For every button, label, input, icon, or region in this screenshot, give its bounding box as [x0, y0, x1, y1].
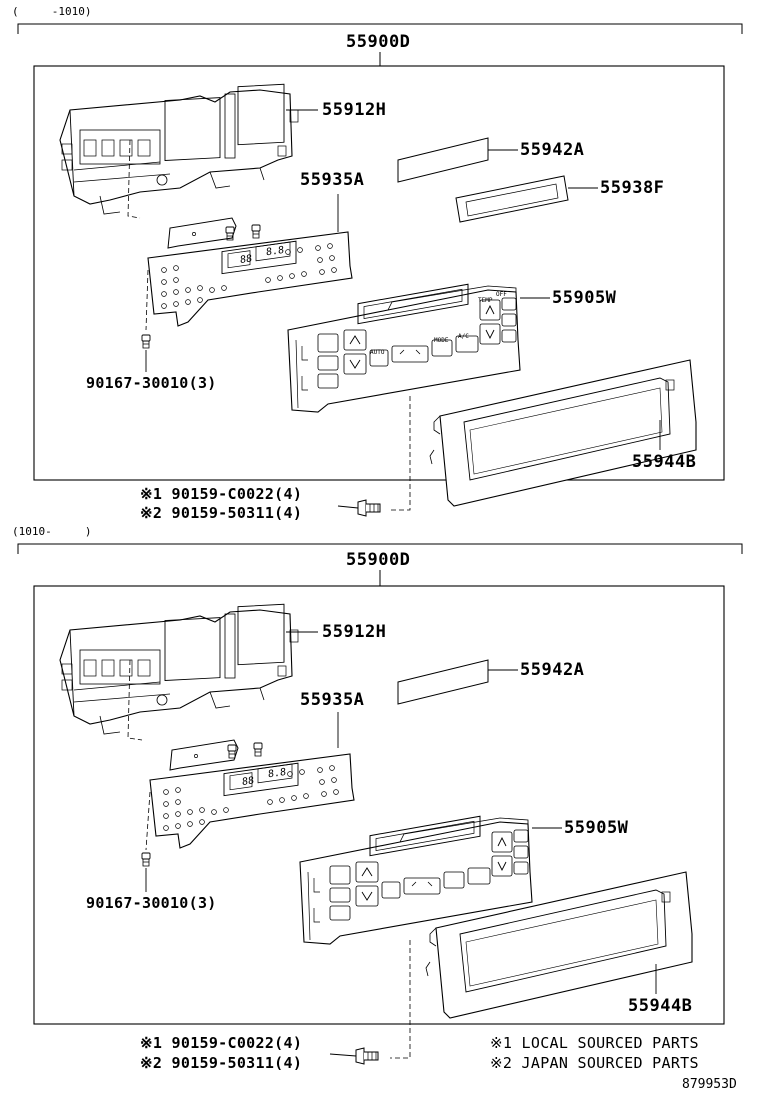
- part-label-55944b: 55944B: [632, 452, 697, 472]
- screw-90167: [141, 334, 151, 349]
- part-label-55912h-2: 55912H: [322, 622, 387, 642]
- part-label-55935a-2: 55935A: [300, 690, 365, 710]
- panel-ac-text: A/C: [458, 333, 469, 340]
- part-label-90167-2: 90167-30010(3): [86, 894, 217, 912]
- board-55935a-2: [149, 739, 355, 849]
- panel-mode-text: MODE: [434, 337, 449, 344]
- part-label-55935a: 55935A: [300, 170, 365, 190]
- bezel-55944b: [429, 359, 697, 507]
- part-label-55905w: 55905W: [552, 288, 617, 308]
- panel-temp-text: TEMP: [478, 297, 493, 304]
- panel-off-text: OFF: [496, 291, 507, 298]
- lens-55938f: [455, 175, 569, 223]
- screw-small-b: [251, 224, 261, 239]
- legend-local: ※1 LOCAL SOURCED PARTS: [490, 1034, 699, 1052]
- board-55935a: [147, 217, 353, 327]
- section-1-linework: [17, 23, 743, 517]
- screw-label-2a: ※1 90159-C0022(4): [140, 1034, 303, 1052]
- screw-small-d: [253, 742, 263, 757]
- bolt-90159-2: [355, 1047, 379, 1065]
- bolt-90159: [357, 499, 381, 517]
- part-label-55905w-2: 55905W: [564, 818, 629, 838]
- bracket-55912h: [59, 83, 299, 215]
- panel-auto-text: AUTO: [370, 349, 385, 356]
- screw-label-1a: ※1 90159-C0022(4): [140, 485, 303, 503]
- part-label-55942a-2: 55942A: [520, 660, 585, 680]
- part-label-90167: 90167-30010(3): [86, 374, 217, 392]
- bracket-55912h-2: [59, 603, 299, 735]
- section-2-linework: [17, 543, 743, 1065]
- part-label-55942a: 55942A: [520, 140, 585, 160]
- range-label-1: ( -1010): [12, 5, 92, 18]
- assembly-label-1: 55900D: [346, 32, 411, 52]
- screw-90167-2: [141, 852, 151, 867]
- range-label-2: (1010- ): [12, 525, 92, 538]
- legend-japan: ※2 JAPAN SOURCED PARTS: [490, 1054, 699, 1072]
- illustration-number: 879953D: [682, 1077, 737, 1092]
- part-label-55938f: 55938F: [600, 178, 665, 198]
- label-plate-55942a: [397, 137, 489, 183]
- part-label-55944b-2: 55944B: [628, 996, 693, 1016]
- assembly-label-2: 55900D: [346, 550, 411, 570]
- label-plate-55942a-2: [397, 659, 489, 705]
- screw-label-2b: ※2 90159-50311(4): [140, 1054, 303, 1072]
- screw-label-1b: ※2 90159-50311(4): [140, 504, 303, 522]
- part-label-55912h: 55912H: [322, 100, 387, 120]
